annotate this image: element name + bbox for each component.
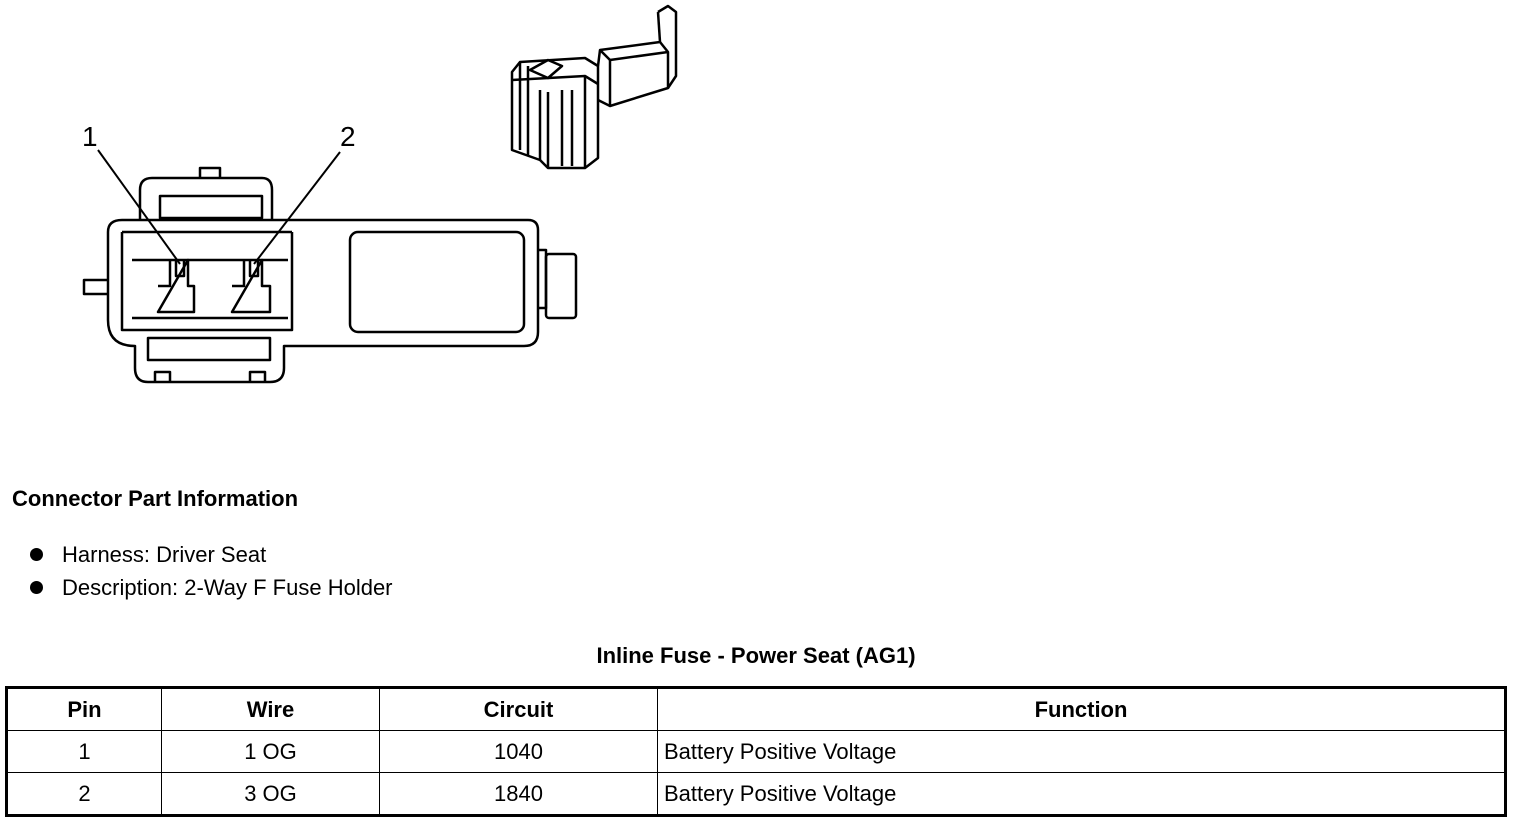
- cell-pin: 1: [6, 730, 162, 773]
- pin-table: Pin Wire Circuit Function 1 1 OG 1040 Ba…: [5, 686, 1507, 817]
- description-text: Description: 2-Way F Fuse Holder: [62, 575, 393, 600]
- pin-2-label: 2: [340, 121, 356, 152]
- list-item: Harness: Driver Seat: [30, 540, 393, 573]
- bullet-icon: [30, 581, 43, 594]
- header-function: Function: [657, 687, 1506, 731]
- connector-info-list: Harness: Driver Seat Description: 2-Way …: [30, 540, 393, 606]
- cell-function: Battery Positive Voltage: [657, 730, 1506, 773]
- list-item: Description: 2-Way F Fuse Holder: [30, 573, 393, 606]
- connector-diagram: 1 2: [82, 4, 678, 384]
- header-circuit: Circuit: [379, 687, 658, 731]
- bullet-icon: [30, 548, 43, 561]
- header-wire: Wire: [161, 687, 380, 731]
- connector-face-view: [82, 166, 578, 384]
- cell-circuit: 1040: [379, 730, 658, 773]
- table-title: Inline Fuse - Power Seat (AG1): [596, 643, 916, 668]
- cell-wire: 1 OG: [161, 730, 380, 773]
- connector-part-information-heading: Connector Part Information: [12, 486, 299, 511]
- cell-circuit: 1840: [379, 772, 658, 816]
- pin-2-leader-line: [253, 151, 341, 265]
- pin-1-leader-line: [97, 149, 181, 265]
- table-row: 2 3 OG 1840 Battery Positive Voltage: [6, 772, 1506, 816]
- fuse-holder-3d-view: [510, 4, 678, 170]
- harness-text: Harness: Driver Seat: [62, 542, 267, 567]
- pin-1-label: 1: [82, 121, 98, 152]
- cell-function: Battery Positive Voltage: [657, 772, 1506, 816]
- header-pin: Pin: [6, 687, 162, 731]
- table-row: 1 1 OG 1040 Battery Positive Voltage: [6, 730, 1506, 773]
- table-header-row: Pin Wire Circuit Function: [6, 687, 1506, 731]
- cell-pin: 2: [6, 772, 162, 816]
- cell-wire: 3 OG: [161, 772, 380, 816]
